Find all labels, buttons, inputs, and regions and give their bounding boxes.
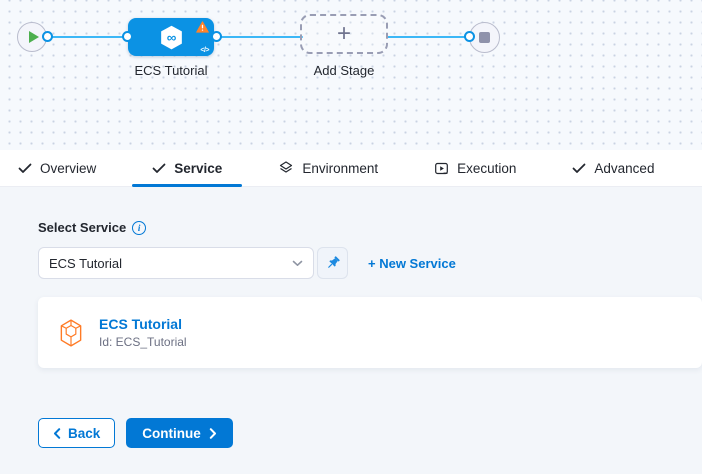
- add-stage-node[interactable]: +: [300, 14, 388, 54]
- select-service-label-row: Select Service i: [38, 220, 702, 235]
- add-stage-label: Add Stage: [313, 63, 375, 78]
- tab-label: Service: [174, 160, 223, 176]
- service-tab-panel: Select Service i ECS Tutorial + New Serv…: [0, 220, 702, 448]
- pipeline-edge: [51, 36, 129, 38]
- stage-node-ecs-tutorial[interactable]: ∞ </>: [128, 18, 214, 56]
- layers-icon: [280, 161, 293, 173]
- check-icon: [18, 163, 32, 173]
- pipeline-edge: [387, 36, 472, 38]
- pin-icon: [327, 256, 340, 268]
- pin-button[interactable]: [317, 247, 348, 279]
- code-icon[interactable]: </>: [200, 47, 209, 54]
- tab-execution[interactable]: Execution: [414, 150, 536, 186]
- tab-label: Overview: [40, 160, 97, 176]
- check-icon: [152, 163, 166, 173]
- service-select-dropdown[interactable]: ECS Tutorial: [38, 247, 314, 279]
- harness-cd-hexagon-icon: ∞: [160, 25, 182, 49]
- warning-triangle-icon: [196, 21, 209, 33]
- connector-port: [122, 31, 133, 42]
- footer-actions: Back Continue: [38, 418, 702, 448]
- service-card-title[interactable]: ECS Tutorial: [99, 316, 182, 332]
- stage-tabbar: Overview Service Environment Execution A…: [0, 150, 702, 187]
- check-icon: [573, 163, 586, 173]
- stop-icon: [479, 32, 490, 43]
- tab-advanced[interactable]: Advanced: [552, 150, 674, 186]
- connector-port: [211, 31, 222, 42]
- service-select-value: ECS Tutorial: [49, 255, 122, 271]
- plus-icon: +: [336, 20, 351, 47]
- service-hexagon-icon: [60, 318, 82, 347]
- pipeline-edge: [215, 36, 303, 38]
- stage-node-label: ECS Tutorial: [134, 63, 208, 78]
- connector-port: [42, 31, 53, 42]
- service-card[interactable]: ECS Tutorial Id: ECS_Tutorial: [38, 297, 702, 368]
- continue-button[interactable]: Continue: [126, 418, 233, 448]
- connector-port: [464, 31, 475, 42]
- chevron-left-icon: [54, 427, 61, 439]
- chevron-right-icon: [209, 427, 216, 439]
- tab-label: Execution: [457, 160, 517, 176]
- new-service-link[interactable]: + New Service: [368, 255, 456, 271]
- select-service-row: ECS Tutorial + New Service: [38, 247, 702, 279]
- tab-label: Advanced: [594, 160, 655, 176]
- info-icon[interactable]: i: [132, 220, 147, 235]
- pipeline-canvas: ∞ </> + ECS Tutorial Add Stage: [0, 0, 702, 150]
- tab-label: Environment: [302, 160, 379, 176]
- back-button-label: Back: [68, 425, 101, 441]
- select-service-label: Select Service: [38, 220, 127, 235]
- service-card-text: ECS Tutorial Id: ECS_Tutorial: [99, 316, 187, 349]
- continue-button-label: Continue: [142, 425, 201, 441]
- tab-environment[interactable]: Environment: [258, 150, 398, 186]
- service-card-id: Id: ECS_Tutorial: [99, 335, 187, 349]
- chevron-down-icon: [292, 260, 303, 266]
- back-button[interactable]: Back: [38, 418, 116, 448]
- tab-overview[interactable]: Overview: [0, 150, 116, 186]
- play-icon: [28, 31, 39, 43]
- svg-text:∞: ∞: [166, 29, 176, 44]
- play-box-icon: [435, 162, 449, 174]
- tab-service[interactable]: Service: [132, 150, 243, 187]
